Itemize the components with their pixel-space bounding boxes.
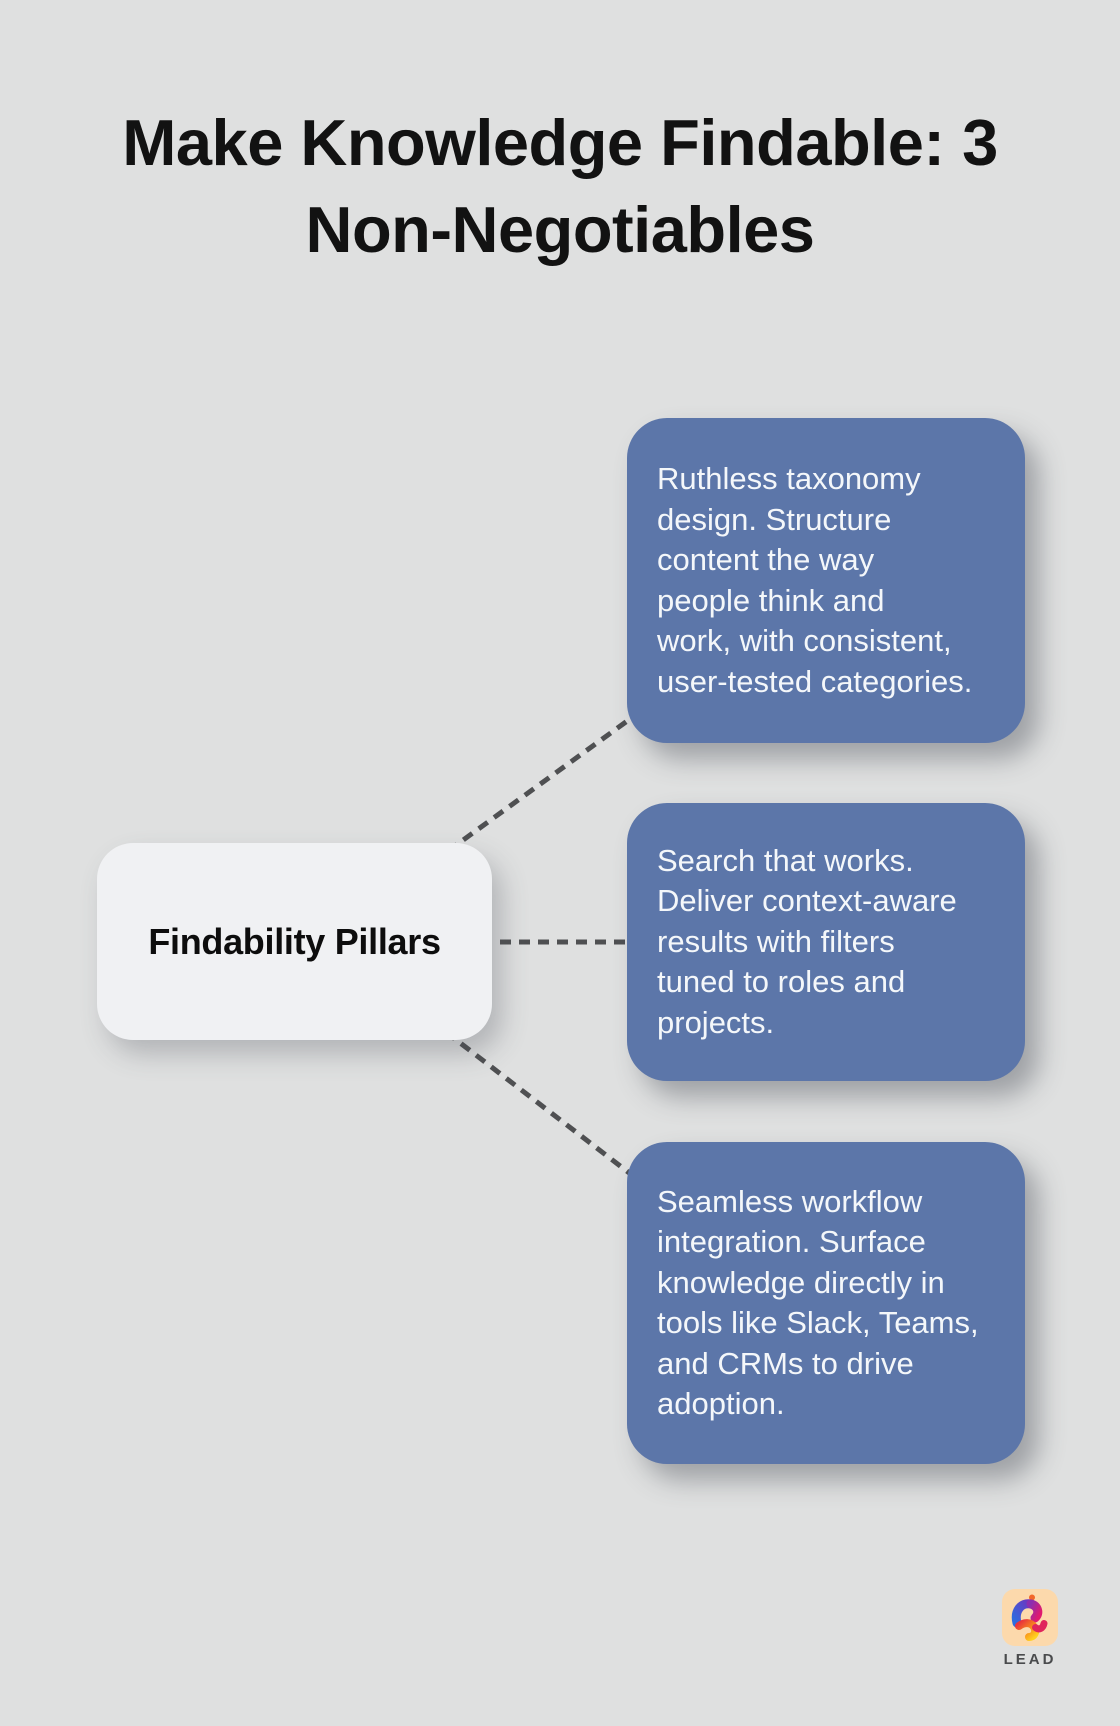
page-title: Make Knowledge Findable: 3 Non-Negotiabl…	[122, 106, 998, 266]
pillar-card-workflow-text: Seamless workflow integration. Surface k…	[657, 1183, 979, 1422]
brand-logo: LEAD	[1000, 1589, 1060, 1668]
logo-background	[1002, 1589, 1058, 1646]
pillar-card-taxonomy: Ruthless taxonomy design. Structure cont…	[627, 418, 1025, 743]
pillar-card-workflow: Seamless workflow integration. Surface k…	[627, 1142, 1025, 1464]
connector-bottom	[444, 1030, 656, 1194]
center-node-findability-pillars: Findability Pillars	[97, 843, 492, 1040]
logo-dot	[1029, 1594, 1035, 1601]
pillar-card-search: Search that works. Deliver context-aware…	[627, 803, 1025, 1081]
pillar-card-search-text: Search that works. Deliver context-aware…	[657, 842, 957, 1040]
brand-name: LEAD	[1003, 1651, 1057, 1668]
pillar-card-taxonomy-text: Ruthless taxonomy design. Structure cont…	[657, 461, 973, 699]
lead-ribbon-icon	[1002, 1589, 1058, 1646]
center-node-label: Findability Pillars	[148, 920, 441, 962]
connector-top	[446, 700, 654, 854]
